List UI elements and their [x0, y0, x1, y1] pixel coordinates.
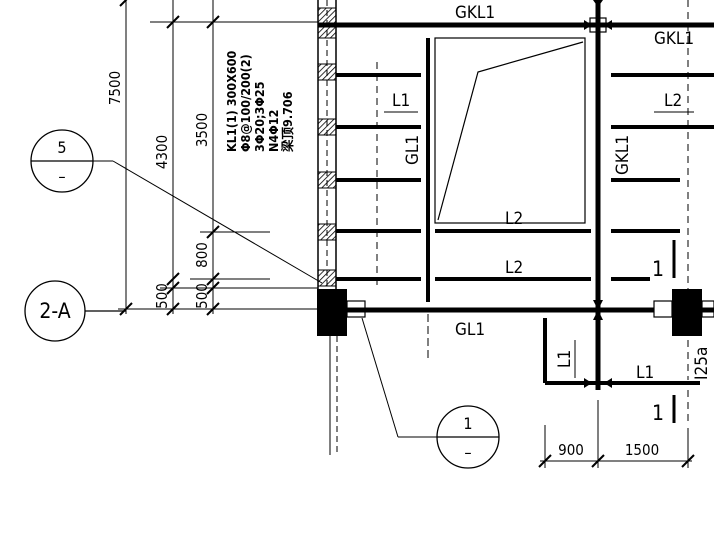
- svg-text:–: –: [58, 167, 65, 186]
- column-right-plate: [653, 300, 673, 318]
- bottom-dimension-chain: [538, 400, 695, 468]
- dim-900: 900: [558, 441, 584, 459]
- beam-arrows: [584, 0, 612, 388]
- section-mark-lower: 1: [652, 401, 664, 425]
- dim-500-outer: 500: [153, 283, 171, 309]
- dim-1500: 1500: [625, 441, 659, 459]
- detail-callout-1: 1 –: [361, 317, 500, 469]
- label-gkl1-vertical: GKL1: [613, 135, 633, 175]
- svg-text:Φ8@100/200(2): Φ8@100/200(2): [238, 54, 253, 152]
- dim-500-inner: 500: [193, 283, 211, 309]
- label-l1-upper: L1: [392, 91, 410, 111]
- grid-axis-bubble: 2-A: [24, 280, 126, 342]
- label-l2-lower: L2: [505, 258, 523, 278]
- label-gl1-bottom: GL1: [455, 320, 485, 340]
- label-gl1-vertical: GL1: [403, 135, 423, 165]
- opening: [434, 37, 586, 224]
- svg-text:1: 1: [463, 414, 472, 433]
- label-gkl1-top-right: GKL1: [654, 29, 694, 49]
- left-wall: [317, 0, 337, 290]
- label-l2-center: L2: [505, 209, 523, 229]
- label-l2-right-upper: L2: [664, 91, 682, 111]
- main-beams: [318, 0, 714, 425]
- svg-text:梁顶9.706: 梁顶9.706: [280, 91, 295, 153]
- dim-7500: 7500: [106, 71, 124, 105]
- dim-800: 800: [193, 242, 211, 268]
- svg-text:3Φ20;3Φ25: 3Φ20;3Φ25: [252, 81, 267, 152]
- label-l1-lower: L1: [636, 363, 654, 383]
- svg-text:–: –: [464, 443, 471, 462]
- column-right: [672, 289, 702, 336]
- left-dimension-chains: [118, 0, 318, 316]
- detail-callout-5: 5 –: [30, 129, 323, 284]
- dim-4300: 4300: [153, 135, 171, 169]
- label-gkl1-top: GKL1: [455, 3, 495, 23]
- label-i25a: I25a: [692, 347, 712, 380]
- section-mark-upper: 1: [652, 257, 664, 281]
- svg-text:2-A: 2-A: [39, 299, 70, 323]
- column-left: [317, 289, 347, 336]
- svg-text:5: 5: [57, 138, 66, 157]
- column-annotation: KL1(1) 300X600 Φ8@100/200(2) 3Φ20;3Φ25 N…: [224, 50, 295, 153]
- svg-text:KL1(1) 300X600: KL1(1) 300X600: [224, 50, 239, 152]
- dim-3500: 3500: [193, 113, 211, 147]
- svg-text:N4Φ12: N4Φ12: [266, 110, 281, 152]
- label-l1-vertical: L1: [555, 350, 575, 368]
